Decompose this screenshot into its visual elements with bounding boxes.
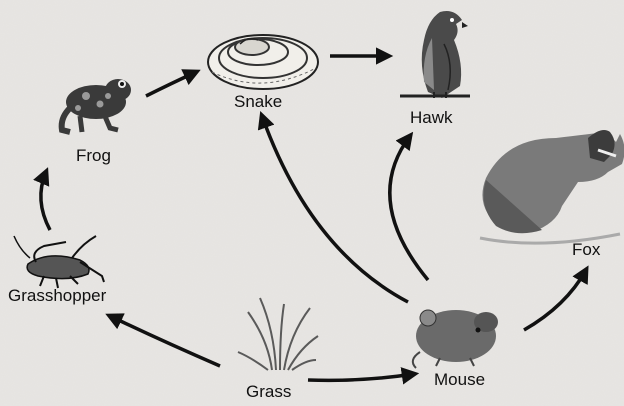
snake-icon [208,35,318,89]
label-hawk: Hawk [410,108,453,128]
label-fox: Fox [572,240,600,260]
label-frog: Frog [76,146,111,166]
label-mouse: Mouse [434,370,485,390]
label-grasshopper: Grasshopper [8,286,106,306]
label-snake: Snake [234,92,282,112]
label-grass: Grass [246,382,291,402]
